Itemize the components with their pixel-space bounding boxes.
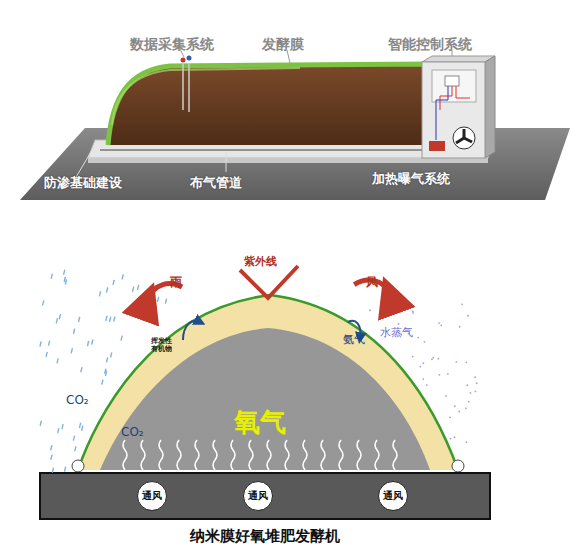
part-label: 发酵膜: [262, 36, 304, 52]
part-label: 水蒸气: [380, 327, 413, 340]
part-label: 加热曝气系统: [372, 172, 450, 187]
part-label: 风: [366, 276, 378, 290]
vent-label: 通风: [248, 489, 268, 503]
vent-label: 通风: [383, 489, 403, 503]
part-label: 紫外线: [244, 256, 277, 269]
part-label: 挥发性 有机物: [150, 338, 172, 353]
part-label: 雨: [170, 276, 182, 290]
vent-label: 通风: [142, 489, 162, 503]
part-label: CO₂: [66, 394, 89, 408]
vent-circle: 通风: [137, 481, 167, 511]
part-label: CO₂: [121, 426, 144, 440]
caption: 纳米膜好氧堆肥发酵机: [190, 528, 340, 545]
part-label: 防渗基础建设: [44, 176, 122, 191]
part-label: 智能控制系统: [388, 36, 472, 52]
vent-circle: 通风: [378, 481, 408, 511]
part-label: 氨气: [343, 334, 365, 347]
part-label: 氧气: [234, 408, 286, 438]
part-label: 数据采集系统: [130, 36, 214, 52]
part-label: 布气管道: [190, 176, 242, 191]
vent-circle: 通风: [243, 481, 273, 511]
